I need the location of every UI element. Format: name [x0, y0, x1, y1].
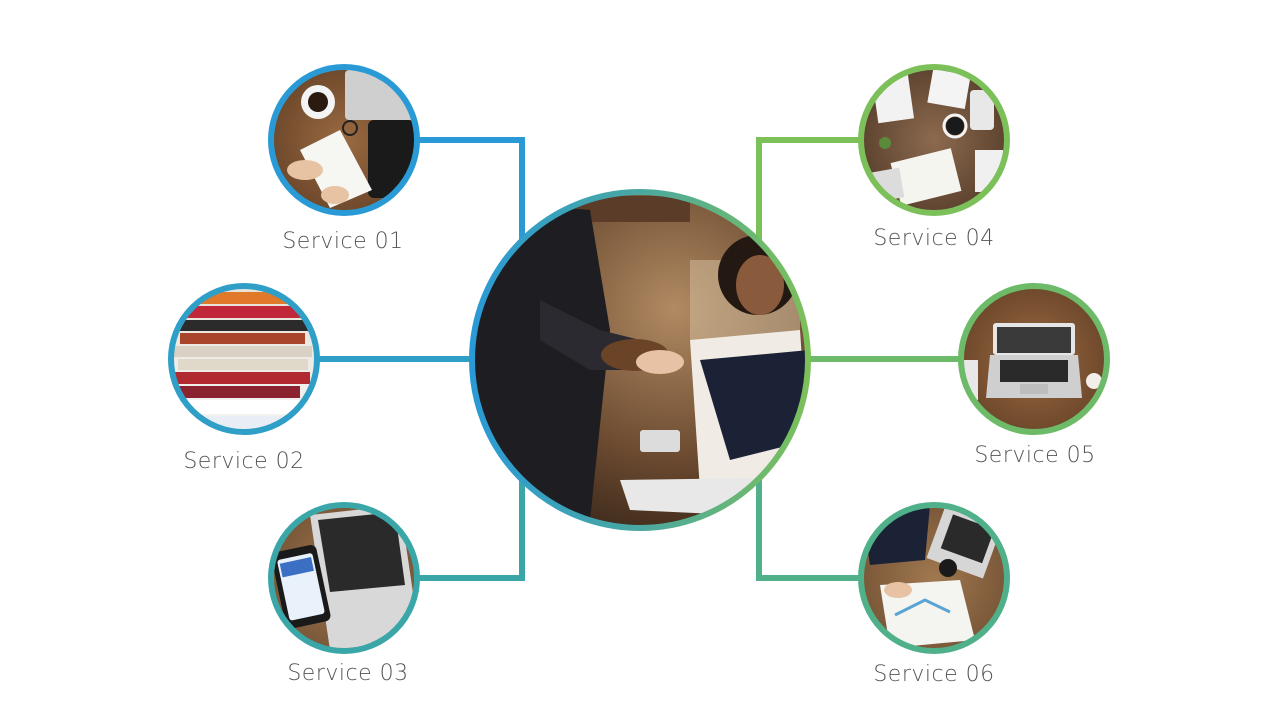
laptop-wood-desk-photo-icon: [961, 286, 1107, 432]
connectors: [317, 137, 961, 581]
desk-notebook-coffee-photo-icon: [271, 67, 417, 213]
service-01-label: Service 01: [282, 229, 404, 254]
service-06: [858, 502, 1010, 654]
connector-service-01: [417, 137, 525, 240]
book-stack-photo-icon: [171, 286, 317, 432]
service-03-label: Service 03: [287, 661, 409, 686]
service-04-label: Service 04: [873, 226, 995, 251]
meeting-documents-photo-icon: [861, 505, 1007, 651]
phone-laptop-photo-icon: [271, 505, 417, 651]
service-06-label: Service 06: [873, 662, 995, 687]
service-04: [858, 64, 1010, 216]
service-01: [268, 64, 420, 216]
service-02-label: Service 02: [183, 449, 305, 474]
service-03: [268, 502, 420, 654]
connector-service-04: [756, 137, 861, 240]
connector-service-03: [417, 480, 525, 581]
connector-service-06: [756, 480, 861, 581]
service-05-label: Service 05: [974, 443, 1096, 468]
service-05: [958, 283, 1110, 435]
service-02: [168, 283, 320, 435]
center-photo: [469, 189, 811, 531]
